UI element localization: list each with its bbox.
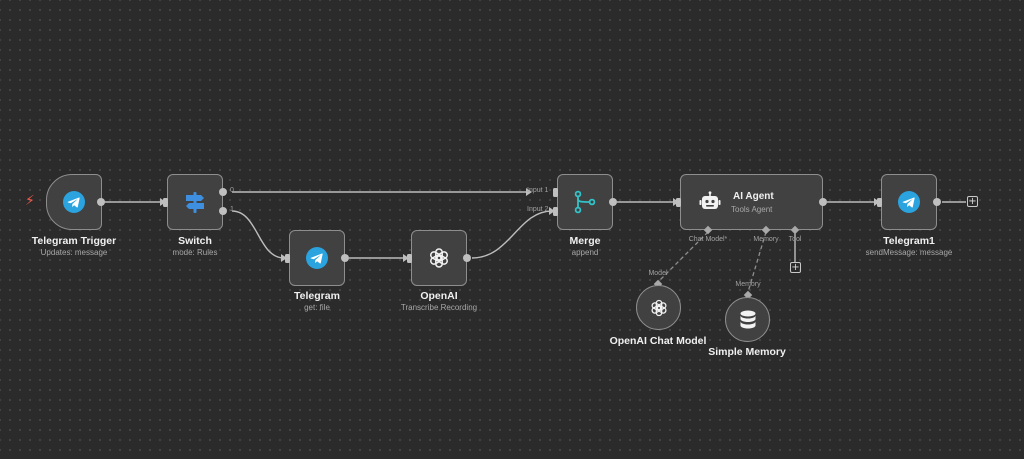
switch-output-label-1: 1 [230,206,234,213]
ai-agent-input-port[interactable] [676,198,681,207]
telegram-icon [306,247,328,269]
switch-input-port[interactable] [163,198,168,207]
signpost-icon [182,189,208,215]
telegram-icon [63,191,85,213]
node-subtitle: Tools Agent [731,205,773,214]
node-subtitle: get: file [304,303,330,312]
edge-openai-to-merge-input2 [471,210,553,259]
add-tool-button[interactable]: + [790,262,801,273]
node-telegram-trigger[interactable] [46,174,102,230]
node-subtitle: Transcribe Recording [400,303,478,312]
node-openai-chat-model[interactable] [636,285,681,330]
node-telegram[interactable] [289,230,345,286]
node-title: Merge [569,235,601,247]
ai-agent-tool-label: Tool [788,236,802,243]
memory-port-label: Memory [735,281,761,288]
node-subtitle: sendMessage: message [865,248,953,257]
telegram1-input-port[interactable] [877,198,882,207]
trigger-bolt-icon: ⚡ [25,193,35,209]
node-title: OpenAI Chat Model [609,335,707,347]
openai-input-port[interactable] [407,254,412,263]
node-title: OpenAI [420,290,458,302]
node-title: Telegram1 [883,235,935,247]
ai-agent-memory-label: Memory [753,236,779,243]
telegram1-output-port[interactable] [933,198,941,206]
ai-agent-chat-model-label: Chat Model* [688,236,728,243]
telegram-icon [898,191,920,213]
merge-output-port[interactable] [609,198,617,206]
node-subtitle: append [571,248,599,257]
switch-output-label-0: 0 [230,187,234,194]
node-switch[interactable] [167,174,223,230]
node-ai-agent[interactable] [680,174,823,230]
openai-icon [649,298,669,318]
node-title: AI Agent [733,191,774,202]
merge-icon [572,189,598,215]
merge-input-port-2[interactable] [553,207,558,216]
node-subtitle: Updates: message [40,248,108,257]
openai-output-port[interactable] [463,254,471,262]
node-merge[interactable] [557,174,613,230]
telegram-input-port[interactable] [285,254,290,263]
merge-input-port-1[interactable] [553,188,558,197]
merge-input-label-1: Input 1 [527,187,549,194]
database-icon [739,310,757,330]
robot-icon [699,191,721,213]
node-title: Telegram Trigger [31,235,117,247]
telegram-output-port[interactable] [341,254,349,262]
chat-model-port-label: Model [648,270,668,277]
node-title: Simple Memory [708,346,786,358]
node-telegram1[interactable] [881,174,937,230]
switch-output-port-0[interactable] [219,188,227,196]
merge-input-label-2: Input 2 [527,206,549,213]
ai-agent-output-port[interactable] [819,198,827,206]
node-subtitle: mode: Rules [172,248,218,257]
add-node-button[interactable]: + [967,196,978,207]
node-simple-memory[interactable] [725,297,770,342]
node-title: Switch [178,235,212,247]
edge-switch-to-telegram [231,210,285,259]
node-openai[interactable] [411,230,467,286]
trigger-output-port[interactable] [97,198,105,206]
openai-icon [427,246,451,270]
node-title: Telegram [294,290,340,302]
switch-output-port-1[interactable] [219,207,227,215]
